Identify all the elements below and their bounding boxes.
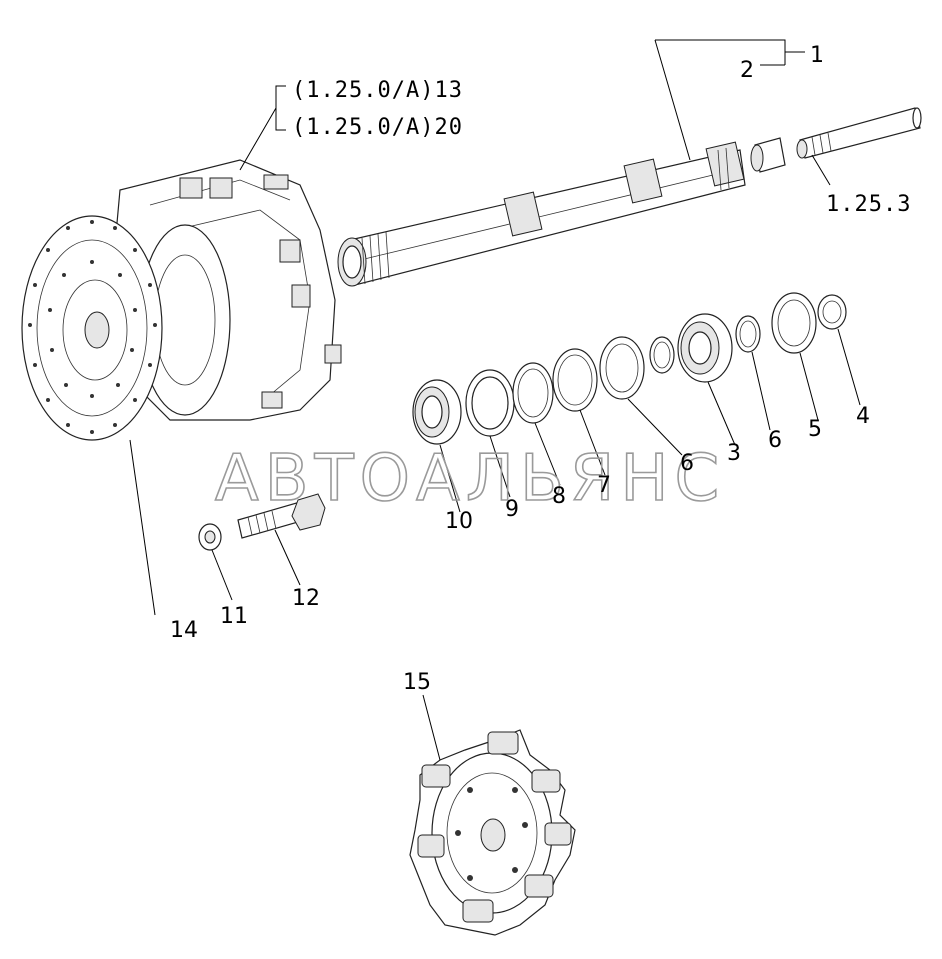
part-label-15: 15 (403, 670, 431, 695)
ring-9 (465, 369, 515, 437)
leader-lines (129, 39, 861, 761)
input-shaft-ref (796, 107, 922, 159)
main-shaft (337, 141, 746, 287)
part-label-3: 3 (727, 441, 741, 466)
watermark-text: АВТОАЛЬЯНС (215, 442, 725, 516)
part-label-6b: 6 (768, 428, 782, 453)
clutch-assembly (109, 159, 342, 421)
part-label-11: 11 (220, 604, 248, 629)
ref-label-bottom: (1.25.0/A)20 (292, 115, 463, 140)
bushing-2 (750, 137, 786, 173)
part-label-12: 12 (292, 586, 320, 611)
part-label-5: 5 (808, 417, 822, 442)
circlip-6a (599, 336, 645, 400)
ref-label-top: (1.25.0/A)13 (292, 78, 463, 103)
part-label-6a: 6 (680, 451, 694, 476)
part-label-7: 7 (597, 473, 611, 498)
circlip-6a-small (649, 336, 675, 374)
clutch-disc-15 (409, 729, 576, 936)
ref-label-right: 1.25.3 (826, 192, 911, 217)
bearing-3 (677, 313, 733, 383)
part-label-2: 2 (740, 58, 754, 83)
clutch-disc-14 (21, 215, 163, 441)
part-label-8: 8 (552, 484, 566, 509)
circlip-6b (735, 315, 761, 353)
part-label-14: 14 (170, 618, 198, 643)
bolt-12 (237, 493, 326, 539)
circlip-8 (512, 362, 554, 424)
bearing-10 (412, 379, 462, 445)
washer-11 (198, 523, 222, 551)
part-label-9: 9 (505, 497, 519, 522)
part-label-1: 1 (810, 43, 824, 68)
part-label-10: 10 (445, 509, 473, 534)
part-label-4: 4 (856, 404, 870, 429)
washer-4 (817, 294, 847, 330)
circlip-5 (771, 292, 817, 354)
ring-7 (552, 348, 598, 412)
